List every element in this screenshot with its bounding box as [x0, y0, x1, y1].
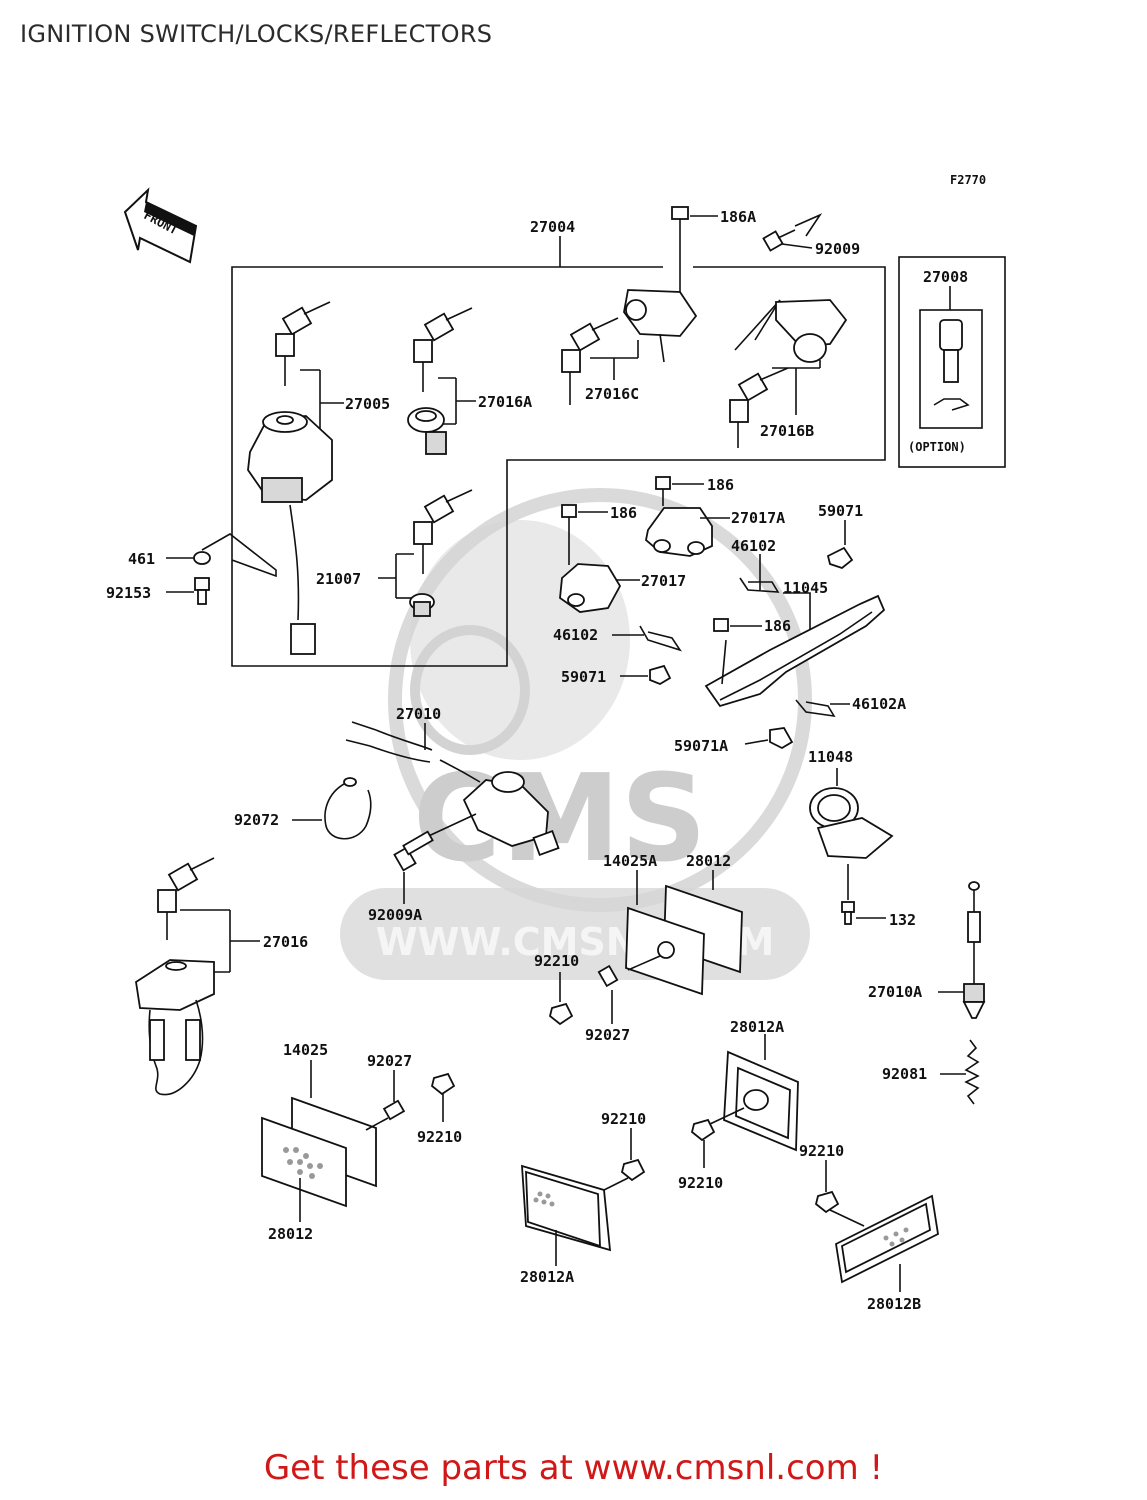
watermark-logo-text: CMS: [413, 750, 707, 889]
label-27016B: 27016B: [760, 422, 814, 440]
label-27016: 27016: [263, 933, 308, 951]
parts-diagram: CMS WWW.CMSNL.COM F2770 FRONT 27004 186A…: [106, 173, 1006, 1313]
switch-27010: [345, 721, 560, 857]
collar-92027-upper: [597, 964, 619, 1024]
spacer-46102-top: [739, 554, 780, 593]
reflector-28012A-upper: [709, 1034, 799, 1152]
label-59071-top: 59071: [818, 502, 863, 520]
label-14025: 14025: [283, 1041, 328, 1059]
keys-27016B: [729, 299, 848, 448]
band-92072: [292, 777, 372, 840]
reflector-28012B: [814, 1160, 939, 1292]
label-27017: 27017: [641, 572, 686, 590]
clip-59071-lower: [620, 664, 672, 686]
page-title: IGNITION SWITCH/LOCKS/REFLECTORS: [20, 20, 493, 48]
label-59071A: 59071A: [674, 737, 728, 755]
label-11045: 11045: [783, 579, 828, 597]
label-21007: 21007: [316, 570, 361, 588]
label-27010: 27010: [396, 705, 441, 723]
clamp-27017A: [645, 507, 730, 557]
label-92210-right: 92210: [678, 1174, 723, 1192]
label-92210-lower-left: 92210: [417, 1128, 462, 1146]
bracket-11048: [809, 768, 894, 925]
label-186-mid: 186: [610, 504, 637, 522]
keys-27016: [135, 857, 260, 1096]
label-59071-lower: 59071: [561, 668, 606, 686]
label-27010A: 27010A: [868, 983, 922, 1001]
reflector-28012A-lower: [521, 1128, 646, 1266]
front-arrow-icon: FRONT: [123, 187, 198, 264]
label-186A: 186A: [720, 208, 756, 226]
label-92210-upper: 92210: [534, 952, 579, 970]
washer-461: [166, 533, 277, 578]
label-461: 461: [128, 550, 155, 568]
kit-bracket-27004: [231, 236, 886, 667]
keys-27016C: [561, 289, 698, 405]
ignition-switch: [247, 411, 333, 655]
label-27005: 27005: [345, 395, 390, 413]
nut-92210-right: [690, 1118, 716, 1168]
nut-92210-lower-left: [430, 1072, 456, 1122]
reflector-14025-lower: [261, 1060, 406, 1222]
label-46102A: 46102A: [852, 695, 906, 713]
label-92072: 92072: [234, 811, 279, 829]
option-note: (OPTION): [908, 440, 966, 454]
keys-21007: [378, 489, 473, 617]
screw-186-top: [655, 476, 704, 506]
label-27016C: 27016C: [585, 385, 639, 403]
label-92210-lower-mid: 92210: [601, 1110, 646, 1128]
label-27017A: 27017A: [731, 509, 785, 527]
spacer-46102A: [795, 699, 850, 718]
screw-186-lower: [713, 618, 762, 632]
label-92027-lower: 92027: [367, 1052, 412, 1070]
screw-186-mid: [561, 504, 608, 565]
label-92009A: 92009A: [368, 906, 422, 924]
clip-59071-top: [826, 520, 854, 570]
bolt-92153: [166, 577, 210, 605]
nut-92210-upper: [548, 972, 574, 1026]
keys-27005: [275, 301, 344, 435]
label-27016A: 27016A: [478, 393, 532, 411]
label-28012-upper: 28012: [686, 852, 731, 870]
label-14025A: 14025A: [603, 852, 657, 870]
label-28012A-lower: 28012A: [520, 1268, 574, 1286]
spring-92081: [940, 1039, 980, 1105]
keys-27016A: [407, 307, 476, 455]
label-186-lower: 186: [764, 617, 791, 635]
reflector-14025A: [625, 870, 743, 996]
label-92027-upper: 92027: [585, 1026, 630, 1044]
bracket-11045: [704, 592, 886, 708]
footer-link[interactable]: Get these parts at www.cmsnl.com !: [263, 1448, 884, 1488]
label-27008: 27008: [923, 268, 968, 286]
bolt-92009A: [393, 830, 434, 904]
clamp-27017: [559, 563, 640, 613]
label-11048: 11048: [808, 748, 853, 766]
option-box-27008: [898, 256, 1006, 468]
spacer-46102-lower: [612, 625, 682, 652]
label-46102-lower: 46102: [553, 626, 598, 644]
label-186-top: 186: [707, 476, 734, 494]
label-92009: 92009: [815, 240, 860, 258]
figure-code: F2770: [950, 173, 986, 187]
label-28012A-upper: 28012A: [730, 1018, 784, 1036]
label-92081: 92081: [882, 1065, 927, 1083]
label-46102-top: 46102: [731, 537, 776, 555]
clip-59071A: [744, 727, 794, 750]
bolt-92009: [762, 213, 823, 252]
label-28012B: 28012B: [867, 1295, 921, 1313]
switch-27010A: [938, 881, 986, 1019]
label-92153: 92153: [106, 584, 151, 602]
screw-186A: [671, 206, 718, 232]
label-28012-lower: 28012: [268, 1225, 313, 1243]
label-27004: 27004: [530, 218, 575, 236]
label-92210-lower-right: 92210: [799, 1142, 844, 1160]
label-132: 132: [889, 911, 916, 929]
